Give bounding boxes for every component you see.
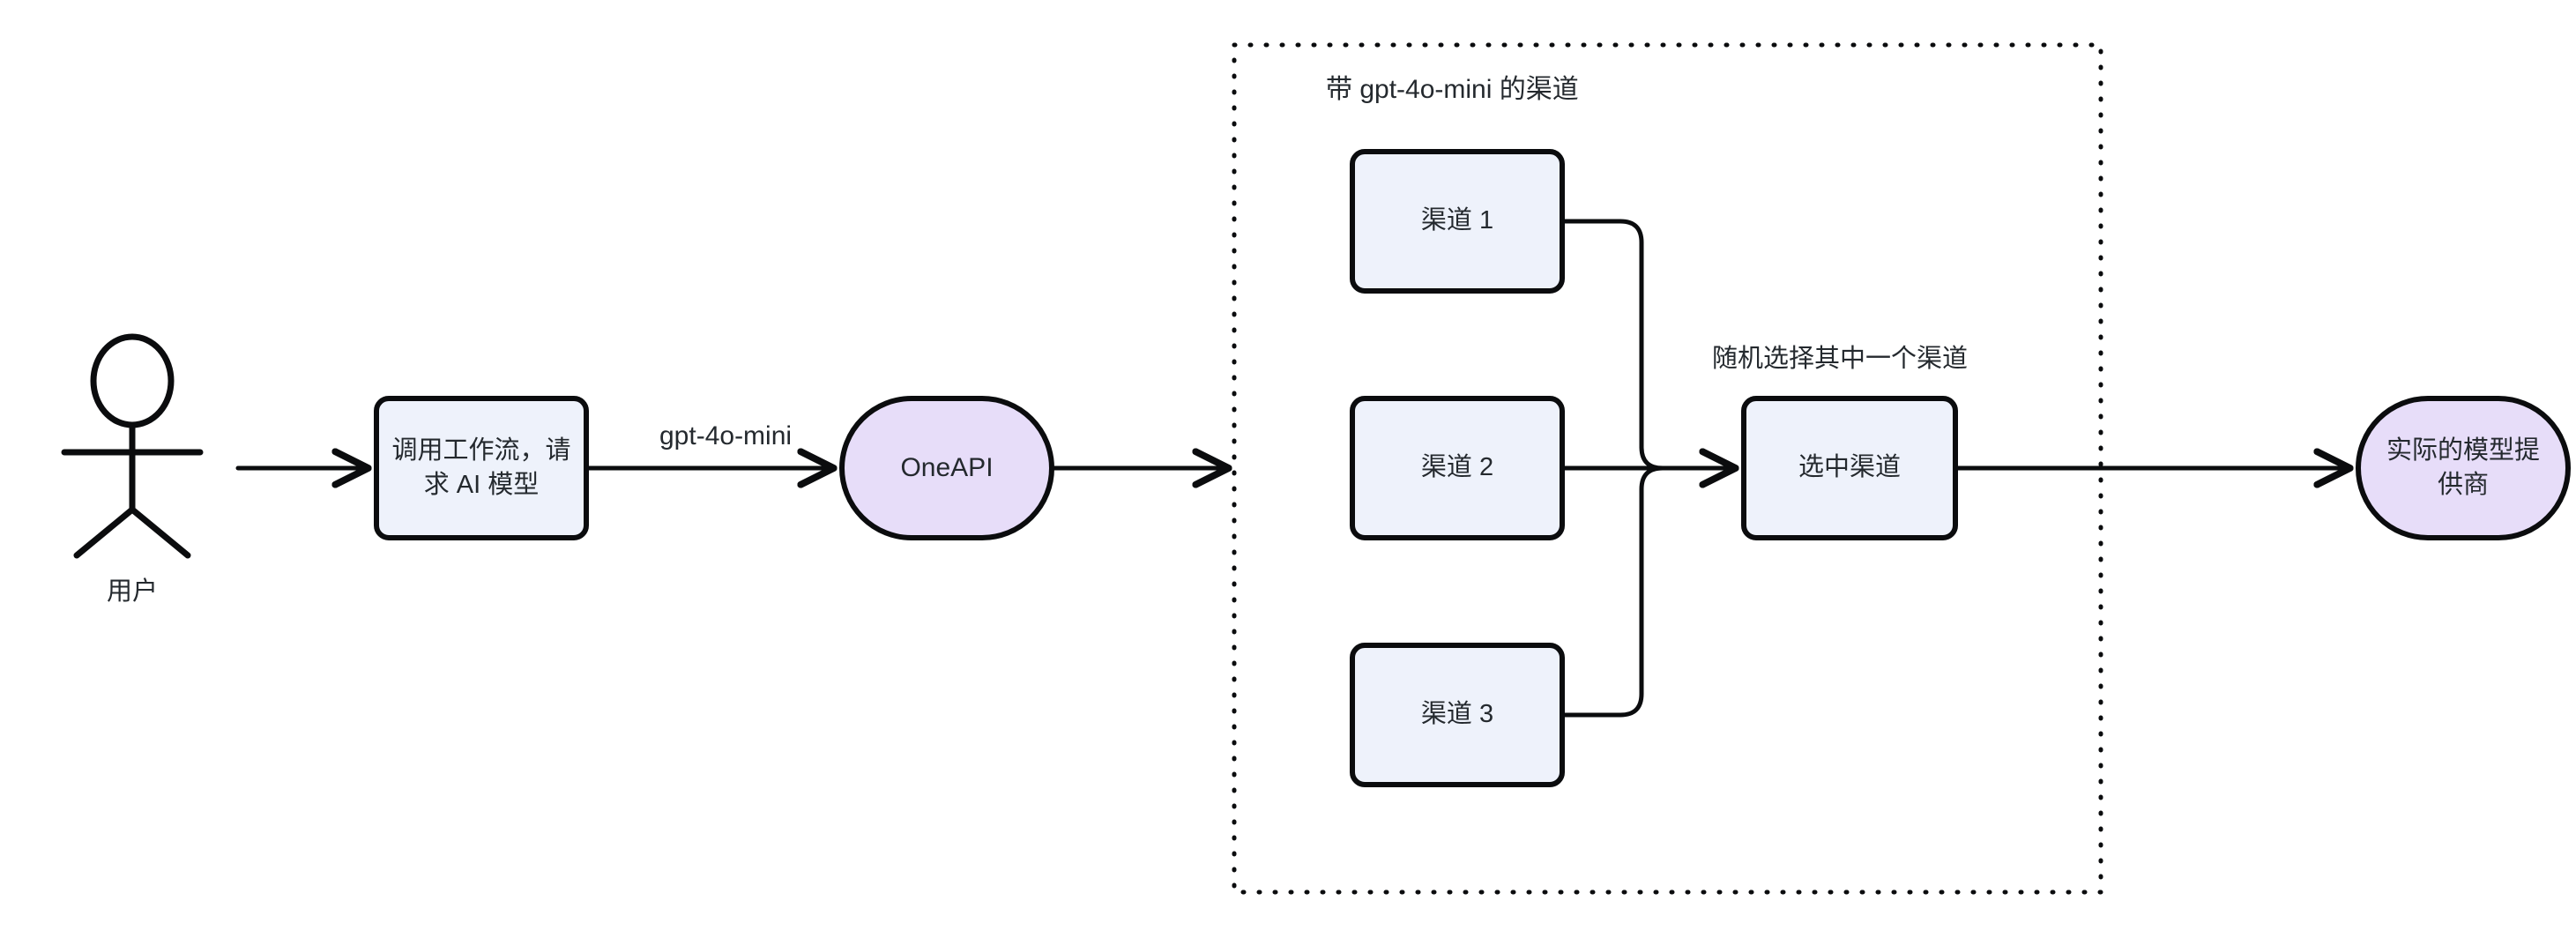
node-channel1-shape[interactable] (1350, 149, 1565, 294)
edge-label-random-pick: 随机选择其中一个渠道 (1712, 345, 1969, 373)
node-provider-shape[interactable] (2356, 396, 2571, 540)
edge-channel1-to-selected (1560, 219, 1665, 471)
node-workflow-shape[interactable] (374, 396, 589, 540)
actor-user-figure (61, 333, 204, 559)
actor-head-icon (90, 333, 175, 428)
actor-right-leg-line (129, 506, 191, 559)
node-channel3-shape[interactable] (1350, 643, 1565, 787)
edge-label-gpt-4o-mini: gpt-4o-mini (659, 421, 793, 450)
edge-channel3-to-selected (1560, 465, 1665, 718)
channel-group-label: 带 gpt-4o-mini 的渠道 (1326, 75, 1579, 104)
node-oneapi-shape[interactable] (839, 396, 1054, 540)
node-channel2-shape[interactable] (1350, 396, 1565, 540)
actor-left-leg-line (73, 506, 136, 559)
node-selected-shape[interactable] (1741, 396, 1958, 540)
